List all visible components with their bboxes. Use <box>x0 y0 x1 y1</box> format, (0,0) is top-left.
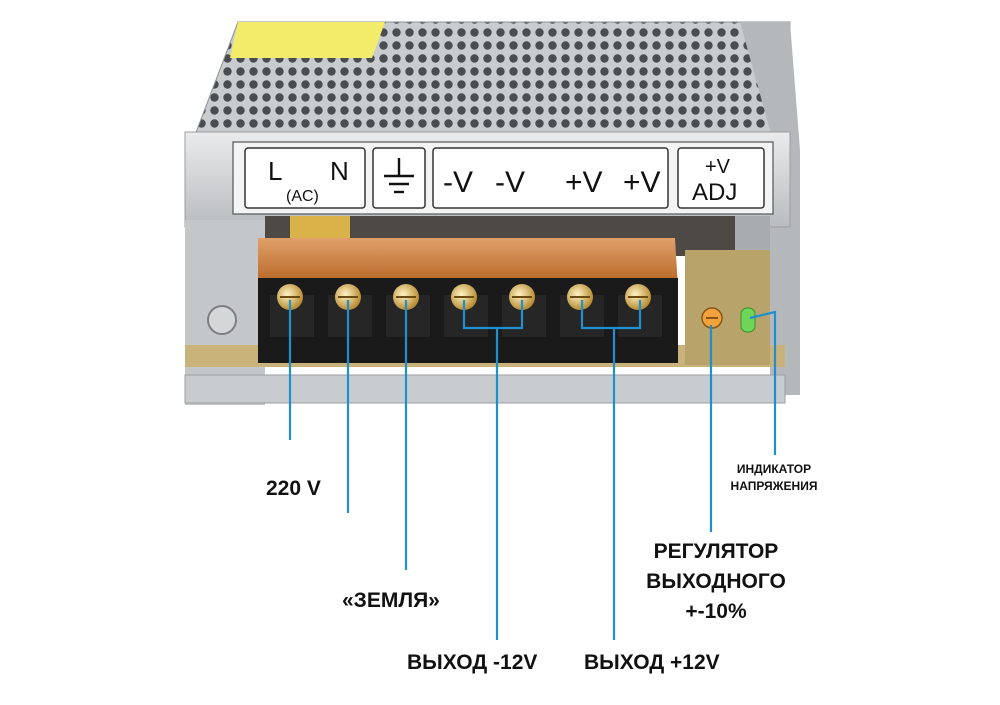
voltage-indicator-line-2: НАПРЯЖЕНИЯ <box>730 479 818 493</box>
leader-lines <box>288 300 777 640</box>
earth-ground-icon <box>384 158 414 194</box>
led-indicator-icon <box>740 307 756 333</box>
regulator-line-3: +-10% <box>685 600 747 623</box>
output-negative-caption: ВЫХОД -12V <box>407 651 538 674</box>
pcb-right <box>685 250 770 365</box>
screw-terminal <box>444 284 488 337</box>
screw-terminal <box>386 284 430 337</box>
label-box-ac <box>244 147 366 209</box>
regulator-caption: РЕГУЛЯТОР ВЫХОДНОГО +-10% <box>630 537 802 627</box>
screw-terminal <box>270 284 314 337</box>
label-pos-2: +V <box>623 166 661 199</box>
label-l: L <box>268 156 282 186</box>
mains-caption: 220 V <box>266 477 321 500</box>
voltage-indicator-caption: ИНДИКАТОР НАПРЯЖЕНИЯ <box>712 461 836 495</box>
chassis-bottom <box>184 374 786 404</box>
label-box-adj <box>677 147 765 209</box>
label-box-ground <box>372 147 426 209</box>
terminal-cover <box>258 238 678 288</box>
leader-line <box>462 300 524 330</box>
output-positive-caption: ВЫХОД +12V <box>584 651 720 674</box>
screw-terminals <box>270 284 662 337</box>
label-box-outputs <box>432 147 669 209</box>
label-n: N <box>330 156 349 186</box>
voltage-indicator-line-1: ИНДИКАТОР <box>736 462 812 476</box>
regulator-line-1: РЕГУЛЯТОР <box>653 540 779 563</box>
mounting-screw <box>207 305 237 335</box>
label-adj-bottom: ADJ <box>692 179 737 206</box>
warning-sticker <box>230 22 385 58</box>
leader-line <box>749 310 777 455</box>
ground-caption: «ЗЕМЛЯ» <box>342 589 440 612</box>
label-ac: (AC) <box>286 188 319 205</box>
label-adj-top: +V <box>705 156 731 178</box>
regulator-line-2: ВЫХОДНОГО <box>646 570 786 593</box>
screw-terminal <box>502 284 546 337</box>
label-neg-1: -V <box>443 166 473 199</box>
screw-terminal <box>328 284 372 337</box>
label-pos-1: +V <box>565 166 603 199</box>
leader-line <box>580 300 642 330</box>
label-neg-2: -V <box>495 166 525 199</box>
